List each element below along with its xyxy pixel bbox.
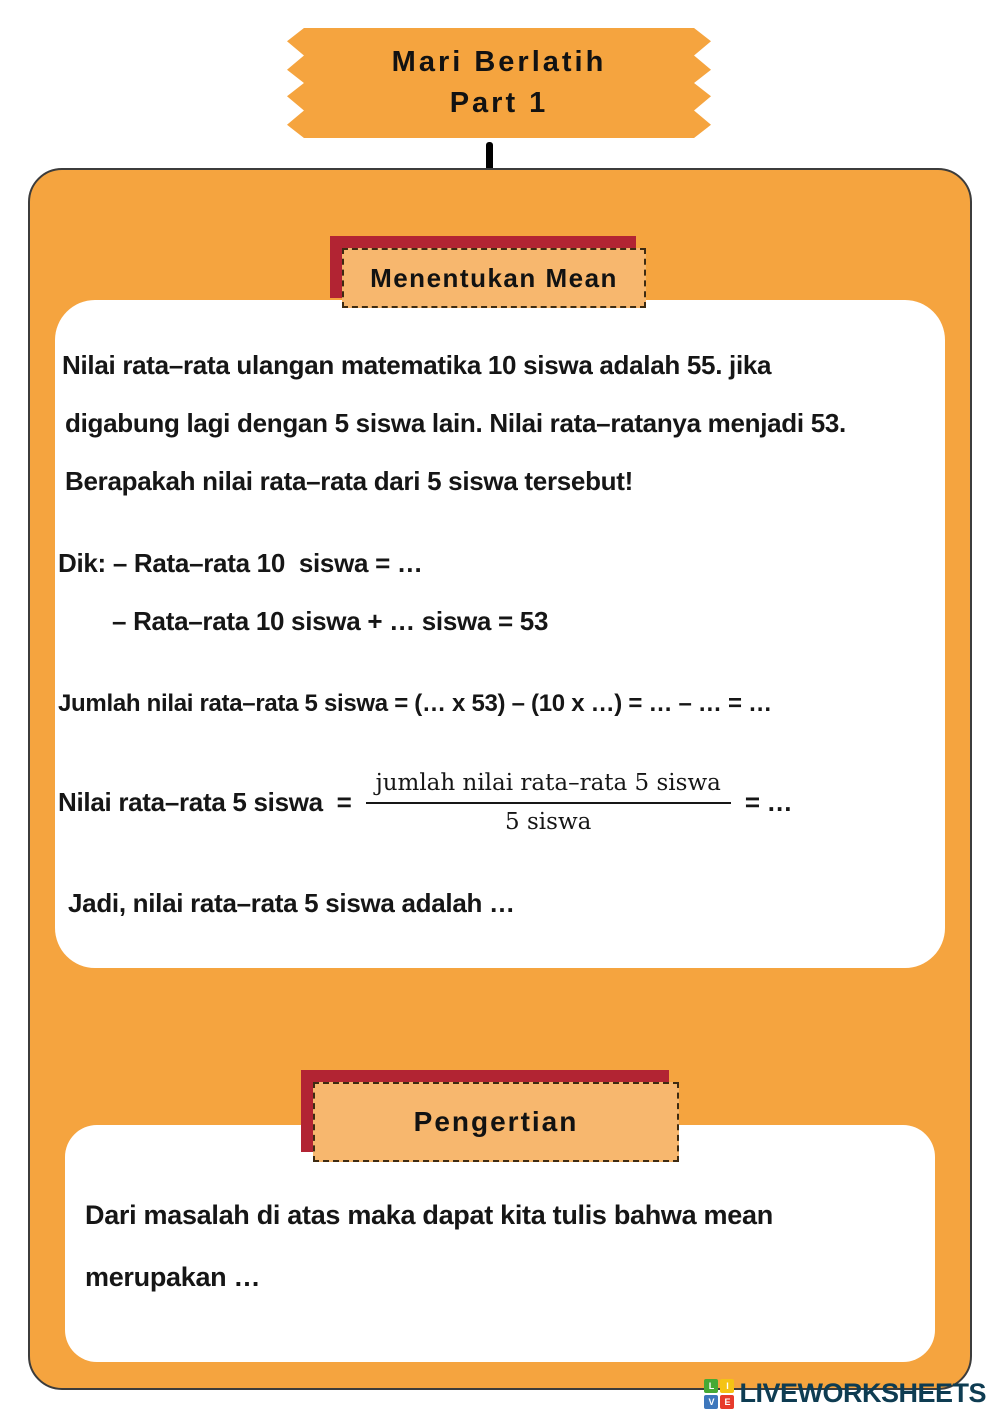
- logo-square-l: L: [704, 1378, 719, 1393]
- mean-formula-row: Nilai rata–rata 5 siswa = jumlah nilai r…: [58, 770, 793, 835]
- known-line-2: – Rata–rata 10 siswa + … siswa = 53: [112, 606, 549, 636]
- pengertian-section-label: Pengertian: [313, 1082, 679, 1162]
- liveworksheets-logo[interactable]: L I V E LIVEWORKSHEETS: [704, 1378, 986, 1409]
- sum-equation: Jumlah nilai rata–rata 5 siswa = (… x 53…: [58, 690, 772, 717]
- pengertian-line-2: merupakan …: [85, 1262, 261, 1292]
- pengertian-card: [65, 1125, 935, 1362]
- mean-formula-rhs: = …: [744, 787, 793, 817]
- pengertian-line-1: Dari masalah di atas maka dapat kita tul…: [85, 1200, 773, 1230]
- conclusion-line: Jadi, nilai rata–rata 5 siswa adalah …: [68, 888, 515, 918]
- logo-square-e: E: [720, 1394, 735, 1409]
- mean-formula-lhs: Nilai rata–rata 5 siswa =: [58, 787, 352, 817]
- known-line-1: Dik: – Rata–rata 10 siswa = …: [58, 548, 423, 578]
- mean-section-label: Menentukan Mean: [342, 248, 646, 308]
- fraction-numerator: jumlah nilai rata–rata 5 siswa: [365, 770, 731, 804]
- problem-line-1: Nilai rata–rata ulangan matematika 10 si…: [62, 350, 772, 380]
- liveworksheets-logo-grid: L I V E: [704, 1378, 735, 1409]
- logo-square-i: I: [720, 1378, 735, 1393]
- liveworksheets-brand-text: LIVEWORKSHEETS: [739, 1378, 986, 1408]
- logo-square-v: V: [704, 1394, 719, 1409]
- fraction-denominator: 5 siswa: [505, 809, 592, 835]
- fraction: jumlah nilai rata–rata 5 siswa 5 siswa: [365, 770, 731, 835]
- problem-line-2: digabung lagi dengan 5 siswa lain. Nilai…: [65, 408, 846, 438]
- banner-subtitle: Part 1: [449, 87, 549, 119]
- ribbon-banner: Mari Berlatih Part 1: [287, 28, 711, 138]
- mean-card: [55, 300, 945, 968]
- problem-line-3: Berapakah nilai rata–rata dari 5 siswa t…: [65, 466, 633, 496]
- banner-title: Mari Berlatih: [391, 46, 607, 78]
